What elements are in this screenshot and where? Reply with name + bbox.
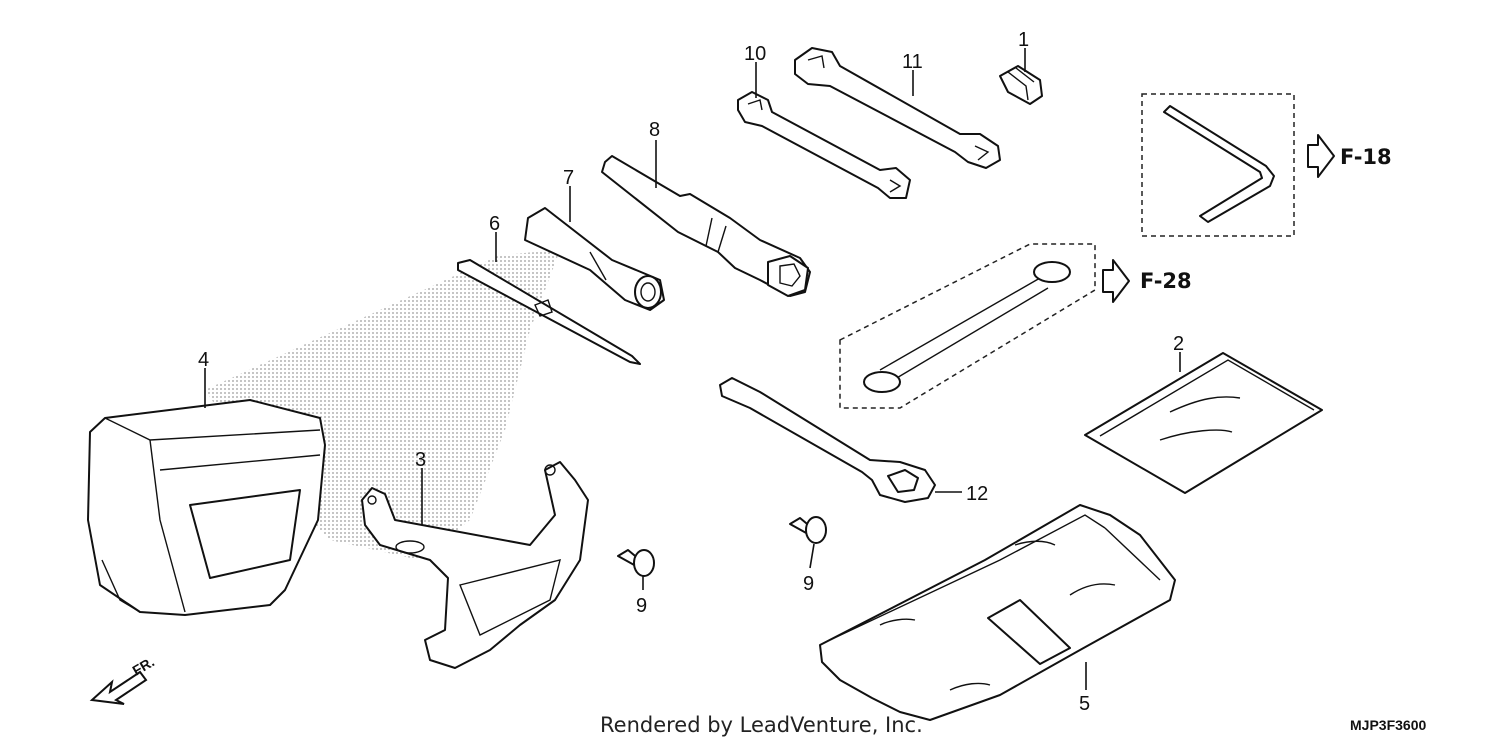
callout-2: 2	[1173, 333, 1184, 355]
callout-10: 10	[744, 43, 766, 65]
hex-key-reference	[1141, 93, 1335, 237]
callout-12: 12	[966, 483, 988, 505]
callout-11: 11	[902, 51, 923, 73]
open-end-wrench-small[interactable]	[737, 91, 911, 199]
callout-9-left: 9	[636, 595, 647, 617]
callout-3: 3	[415, 449, 426, 471]
socket-wrench[interactable]	[601, 155, 811, 297]
render-credit: Rendered by LeadVenture, Inc.	[600, 713, 923, 737]
front-direction-arrow: FR.	[89, 653, 158, 705]
bolt-left[interactable]	[617, 549, 655, 577]
callout-4: 4	[198, 349, 209, 371]
wire-cable-reference	[839, 243, 1130, 409]
fitting-part-1[interactable]	[999, 65, 1043, 105]
callout-5: 5	[1079, 693, 1090, 715]
tool-bag[interactable]	[819, 504, 1176, 721]
front-label: FR.	[130, 653, 158, 678]
tool-box-bracket[interactable]	[361, 461, 589, 669]
screwdriver-grip[interactable]	[524, 207, 665, 311]
screwdriver[interactable]	[457, 259, 641, 365]
open-end-wrench-large[interactable]	[794, 47, 1001, 169]
reference-f28[interactable]: F-28	[1140, 269, 1192, 293]
callout-6: 6	[489, 213, 500, 235]
callout-9-right: 9	[803, 573, 814, 595]
leader-lines	[204, 48, 1181, 690]
callout-7: 7	[563, 167, 574, 189]
reference-f18[interactable]: F-18	[1340, 145, 1392, 169]
box-wrench[interactable]	[719, 377, 936, 503]
callout-1: 1	[1018, 29, 1029, 51]
diagram-code: MJP3F3600	[1350, 717, 1426, 733]
owners-manual-bag[interactable]	[1084, 352, 1323, 494]
tool-box-cover[interactable]	[87, 399, 326, 616]
bolt-right[interactable]	[789, 516, 827, 544]
callout-8: 8	[649, 119, 660, 141]
